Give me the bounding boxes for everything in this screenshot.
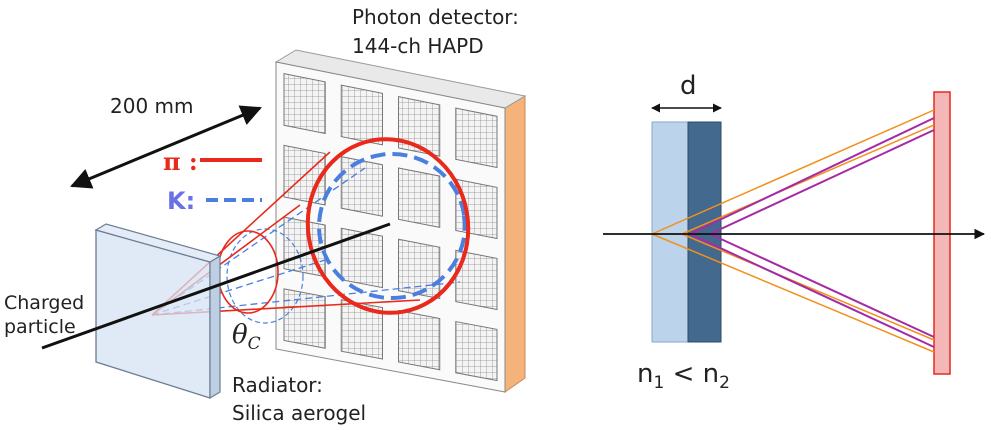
pion-ring — [305, 137, 471, 315]
particle-label-line2: particle — [4, 316, 76, 338]
gap-label: d — [680, 71, 697, 101]
hapd-module — [340, 227, 383, 289]
hapd-module — [455, 249, 498, 311]
distance-arrow — [70, 105, 262, 189]
detector-label-line1: Photon detector: — [352, 5, 519, 29]
hapd-module — [340, 156, 383, 217]
left-diagram: Photon detector: 144-ch HAPD 200 mm π : … — [4, 5, 527, 425]
distance-label: 200 mm — [110, 94, 194, 118]
hapd-module — [398, 238, 441, 300]
photon-rays — [651, 109, 935, 353]
hapd-module — [340, 299, 383, 360]
hapd-module — [283, 288, 326, 349]
radiator-side-face — [209, 254, 221, 400]
hapd-module — [340, 84, 383, 146]
detector-plate — [933, 91, 951, 375]
kaon-ring — [317, 151, 467, 301]
radiator-label-line2: Silica aerogel — [232, 401, 366, 425]
radiator-top-face — [94, 223, 222, 263]
charged-particle-track — [41, 222, 391, 350]
particle-label-line1: Charged — [4, 292, 84, 314]
detector-side-face — [504, 95, 526, 393]
kaon-legend-label: K: — [167, 187, 195, 215]
radiator-label-line1: Radiator: — [232, 373, 323, 397]
hapd-module — [398, 310, 441, 371]
detector-front-face — [275, 61, 506, 393]
hapd-module — [455, 107, 498, 169]
right-diagram: d n1 < n2 — [603, 71, 986, 393]
hapd-module — [283, 73, 326, 135]
hapd-module-grid — [283, 73, 498, 382]
cherenkov-angle-label: θC — [232, 320, 261, 354]
refractive-index-relation: n1 < n2 — [637, 359, 730, 393]
kaon-cone — [151, 151, 467, 324]
hapd-module — [455, 320, 498, 382]
detector-label-line2: 144-ch HAPD — [352, 34, 484, 58]
pion-legend-label: π : — [163, 147, 198, 176]
hapd-module — [398, 167, 441, 228]
